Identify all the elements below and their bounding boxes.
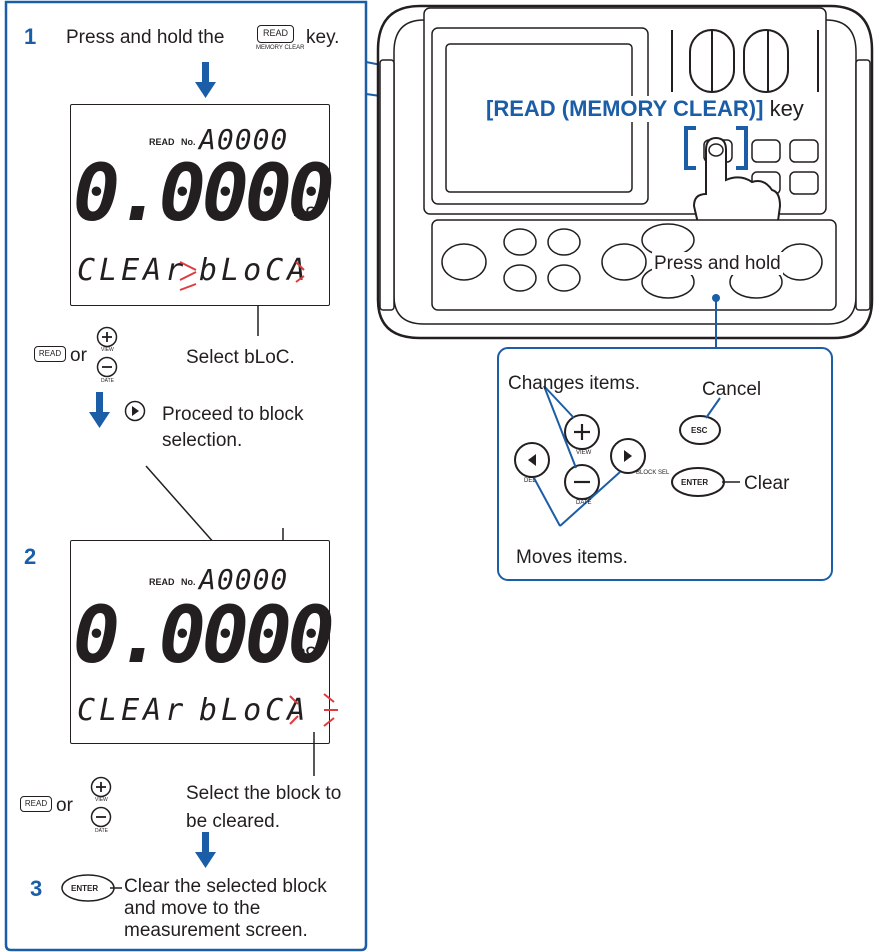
esc-key-label: ESC <box>691 426 708 435</box>
step-1-key-word: key. <box>306 27 340 48</box>
down-arrow-icon <box>89 392 110 428</box>
lcd-bottom-right: bLoCA <box>199 693 310 728</box>
lcd-bottom-left: CLEAr <box>77 693 188 728</box>
lcd-no-label: No. <box>181 137 196 147</box>
view-sublabel: VIEW <box>576 450 592 456</box>
select-block-label: Select the block to be cleared. <box>186 783 342 832</box>
minus-button-icon <box>90 806 112 828</box>
lcd-main-value: 0.0000 <box>73 591 335 681</box>
read-key-icon: READ <box>34 346 66 362</box>
enter-button-icon <box>61 874 122 902</box>
date-sublabel: DATE <box>576 500 592 506</box>
lcd-bottom-right: bLoCA <box>199 253 310 288</box>
lcd-unit: mΩ <box>293 643 317 659</box>
step-1-number: 1 <box>24 24 37 49</box>
lcd-number: A0000 <box>199 123 289 156</box>
lcd-read-label: READ <box>149 137 175 147</box>
read-key-icon: READ <box>20 796 52 812</box>
step-1-text: Press and hold the <box>66 27 225 48</box>
step-3-number: 3 <box>30 876 43 901</box>
enter-key-label: ENTER <box>71 884 99 893</box>
lcd-unit: mΩ <box>293 203 317 219</box>
memory-clear-sublabel: MEMORY CLEAR <box>256 45 305 51</box>
cancel-label: Cancel <box>702 379 762 400</box>
lcd-screen-2: READ No. A0000 0.0000 mΩ CLEAr bLoCA <box>70 540 335 744</box>
lcd-screen-1: READ No. A0000 0.0000 mΩ CLEAr bLoCA <box>70 104 335 306</box>
block-sel-sublabel: BLOCK SEL <box>636 470 670 476</box>
plus-button-icon <box>96 326 118 348</box>
right-button-icon <box>124 400 146 422</box>
lcd-read-label: READ <box>149 577 175 587</box>
down-arrow-icon <box>195 832 216 868</box>
key-title: [READ (MEMORY CLEAR)] key <box>482 96 808 122</box>
down-arrow-icon <box>195 62 216 98</box>
read-key-icon: READ <box>257 25 294 43</box>
lcd-no-label: No. <box>181 577 196 587</box>
select-bloc-label: Select bLoC. <box>186 347 295 368</box>
plus-button-icon <box>90 776 112 798</box>
view-sublabel: VIEW <box>95 797 108 803</box>
del-sublabel: DEL <box>524 478 536 484</box>
step-3-text: Clear the selected block and move to the… <box>124 876 327 941</box>
clear-label: Clear <box>744 473 790 494</box>
minus-button-icon <box>96 356 118 378</box>
or-text: or <box>70 345 87 366</box>
or-text: or <box>56 795 73 816</box>
lcd-number: A0000 <box>199 563 289 596</box>
date-sublabel: DATE <box>95 828 108 834</box>
view-sublabel: VIEW <box>101 347 114 353</box>
step-2-number: 2 <box>24 544 37 569</box>
press-and-hold-label: Press and hold <box>652 252 783 275</box>
lcd-bottom-left: CLEAr <box>77 253 188 288</box>
moves-items-label: Moves items. <box>516 547 628 568</box>
changes-items-label: Changes items. <box>508 373 641 394</box>
proceed-text: Proceed to block selection. <box>162 404 304 451</box>
enter-key-label: ENTER <box>681 478 709 487</box>
lcd-main-value: 0.0000 <box>73 149 335 239</box>
date-sublabel: DATE <box>101 378 114 384</box>
